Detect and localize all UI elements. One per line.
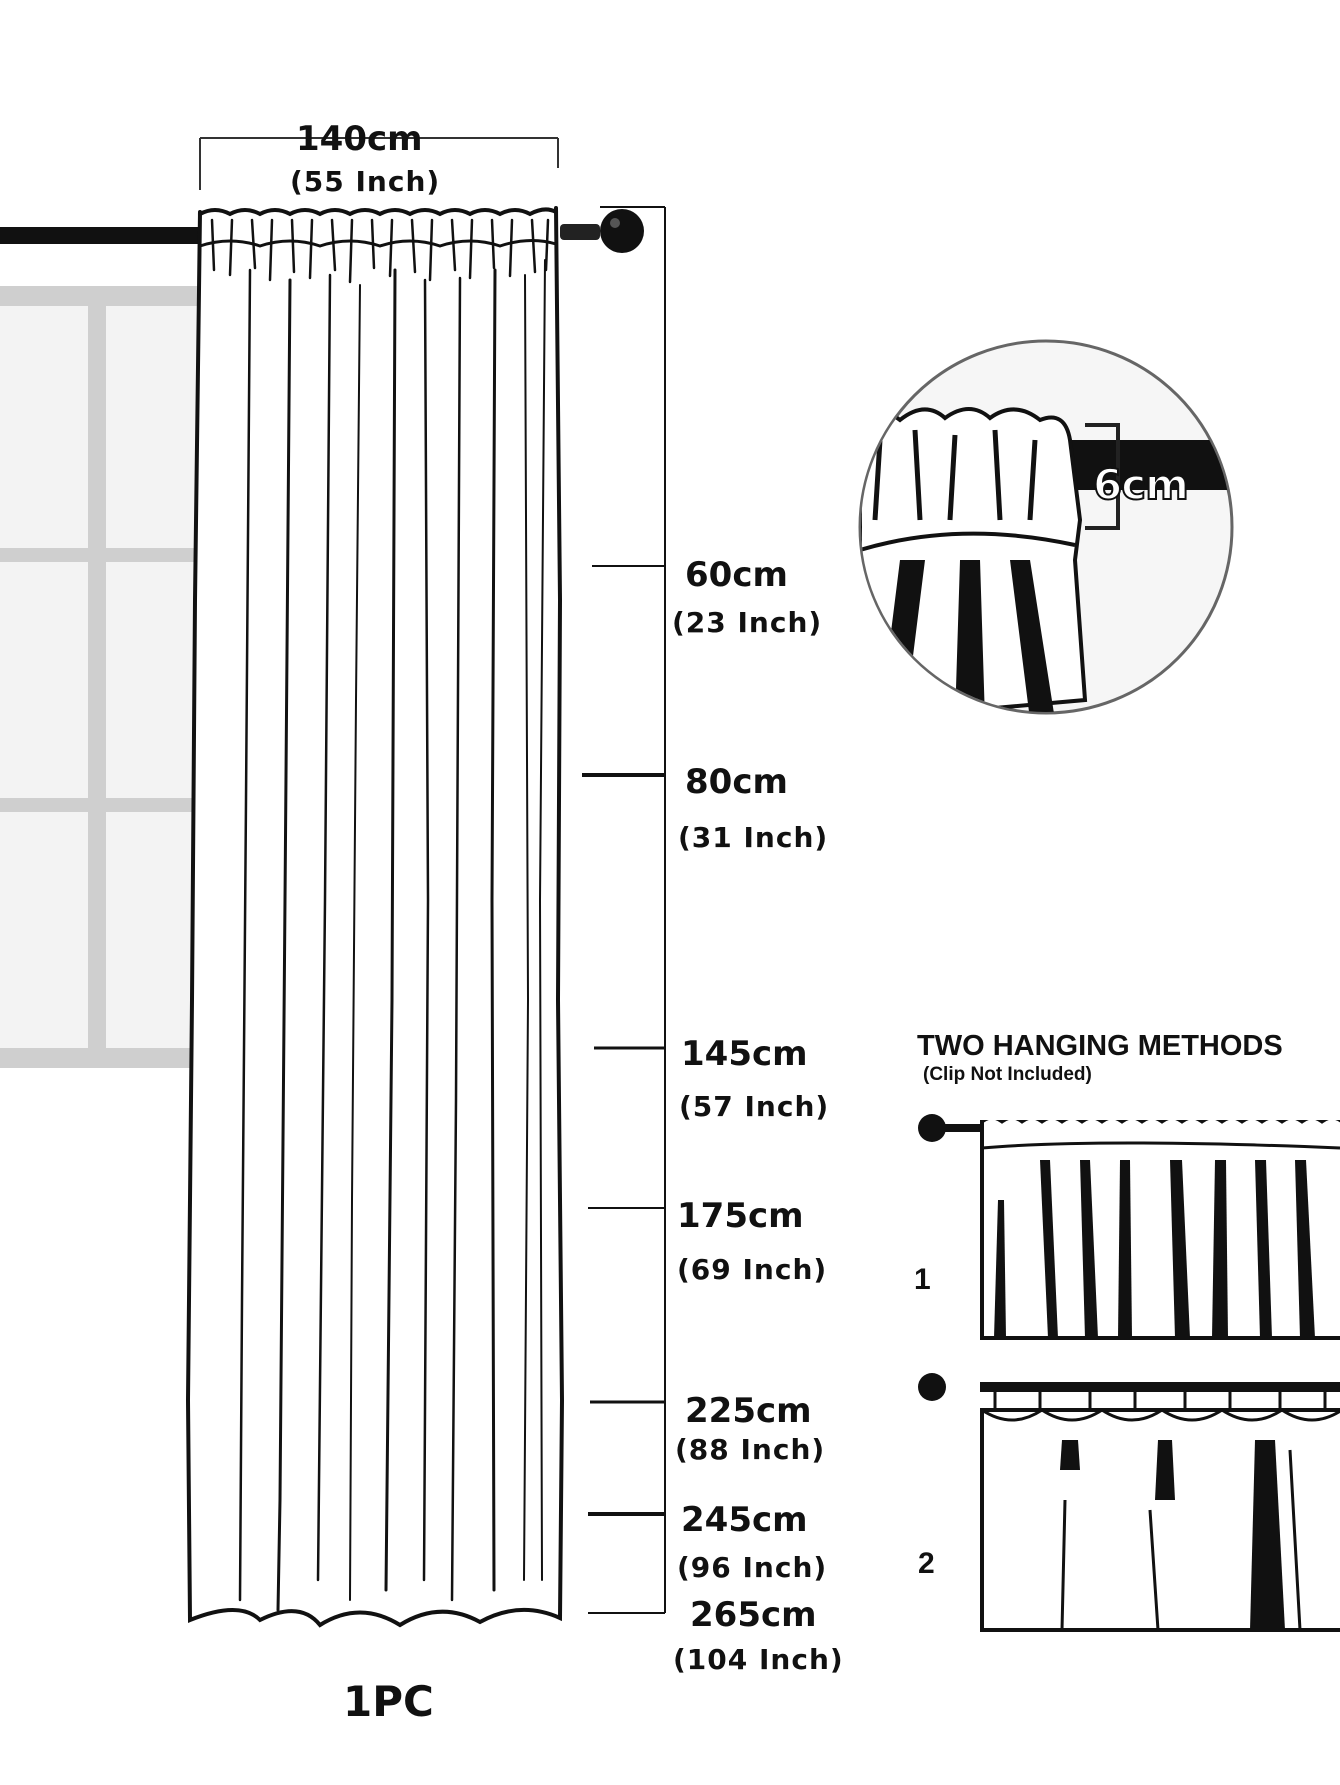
methods-title: TWO HANGING METHODS	[917, 1030, 1283, 1062]
length-option-cm: 245cm	[681, 1500, 808, 1540]
length-scale	[582, 206, 666, 1614]
curtain-rod	[0, 209, 644, 253]
hanging-method-2	[918, 1373, 1340, 1632]
rod-pocket-detail	[858, 339, 1234, 715]
hanging-method-1	[918, 1114, 1340, 1340]
length-option-inch: (96 Inch)	[677, 1551, 828, 1584]
width-cm-label: 140cm	[296, 119, 423, 159]
length-option-inch: (57 Inch)	[679, 1090, 830, 1123]
quantity-label: 1PC	[343, 1677, 434, 1726]
curtain-panel	[185, 206, 565, 1628]
width-inch-label: (55 Inch)	[290, 165, 441, 198]
length-option-cm: 60cm	[685, 555, 788, 595]
length-option-inch: (104 Inch)	[673, 1643, 844, 1676]
width-dimension	[199, 137, 559, 190]
length-option-inch: (88 Inch)	[675, 1433, 826, 1466]
length-option-inch: (31 Inch)	[678, 821, 829, 854]
length-option-cm: 175cm	[677, 1196, 804, 1236]
window-illustration	[0, 286, 200, 1068]
length-option-cm: 265cm	[690, 1595, 817, 1635]
length-option-cm: 225cm	[685, 1391, 812, 1431]
length-option-cm: 80cm	[685, 762, 788, 802]
method-number: 1	[914, 1263, 931, 1296]
method-number: 2	[918, 1547, 935, 1580]
length-option-cm: 145cm	[681, 1034, 808, 1074]
length-option-inch: (23 Inch)	[672, 606, 823, 639]
length-option-inch: (69 Inch)	[677, 1253, 828, 1286]
methods-subtitle: (Clip Not Included)	[923, 1064, 1092, 1085]
pocket-size-label: 6cm	[1092, 459, 1190, 510]
